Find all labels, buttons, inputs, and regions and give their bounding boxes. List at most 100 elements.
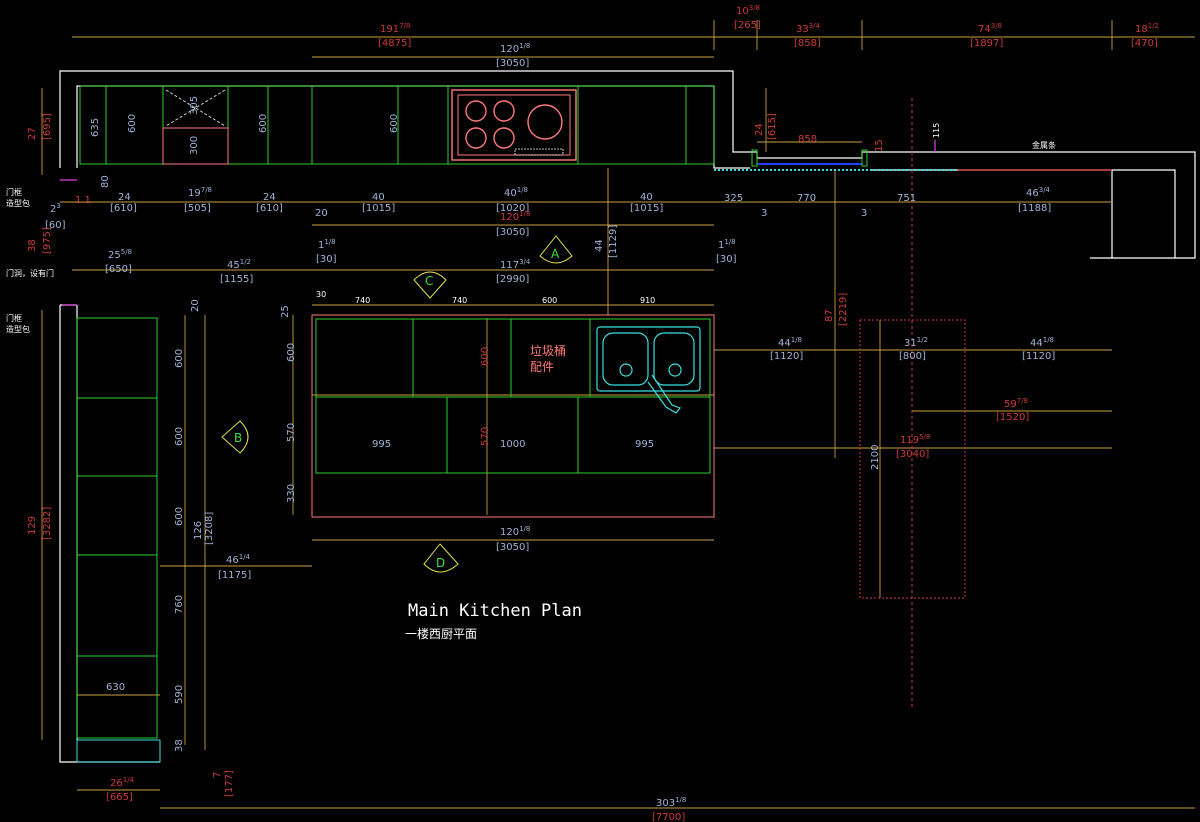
top-wall-inner xyxy=(76,85,750,169)
dim-top-1201-mm: [3050] xyxy=(496,58,529,69)
marker-b-label: B xyxy=(234,431,242,445)
marker-a-label: A xyxy=(551,247,560,261)
plan-title: Main Kitchen Plan xyxy=(408,601,582,621)
burner-3 xyxy=(465,127,487,149)
marker-c: C xyxy=(413,271,447,299)
dim-r2-3b: 3 xyxy=(861,208,867,219)
dim-r2-120-mm: [3050] xyxy=(496,227,529,238)
dim-bot-303: 3031/8 xyxy=(656,796,686,809)
label-door-wrap-2: 造型包 xyxy=(6,324,30,334)
dim-r3-1a: 11/8 xyxy=(318,238,336,251)
dim-lc-126: 126 xyxy=(193,521,204,540)
dim-r-44a: 441/8 xyxy=(778,336,802,349)
dim-left-23: 23 xyxy=(50,202,61,215)
dim-lc-600b: 600 xyxy=(174,427,185,446)
dim-r3-25: 255/8 xyxy=(108,248,132,261)
annotations: 门框 造型包 门洞，设有门 门框 造型包 金属条 垃圾桶 配件 xyxy=(6,140,1056,374)
dim-win-858: 858 xyxy=(798,134,817,145)
dim-v-87: 87 xyxy=(824,309,835,322)
label-door-wrap-1: 造型包 xyxy=(6,198,30,208)
section-markers: A B C D xyxy=(221,235,573,573)
oven-tower-box xyxy=(162,127,229,165)
dim-win-24: 24 xyxy=(754,123,765,136)
oven-tower-x1 xyxy=(165,89,226,127)
marker-d-label: D xyxy=(436,556,445,570)
dim-lc-590: 590 xyxy=(174,685,185,704)
dim-top-1915-mm: [4875] xyxy=(378,38,411,49)
right-wall-inner xyxy=(870,169,1176,258)
top-cabinets xyxy=(79,85,715,165)
dim-r2-40a: 40 xyxy=(372,192,385,203)
dim-isl-570: 570 xyxy=(286,423,297,442)
dim-bot-303-mm: [7700] xyxy=(652,812,685,822)
dim-isl-600red: 600 xyxy=(480,347,491,366)
dim-r2-24a-mm: [610] xyxy=(110,203,137,214)
label-door-note: 门洞，设有门 xyxy=(6,268,54,278)
dim-isl-25: 25 xyxy=(280,305,291,318)
dim-r2-20: 20 xyxy=(315,208,328,219)
marker-b: B xyxy=(221,420,249,454)
cooktop-box xyxy=(451,89,577,161)
dim-r2-46: 463/4 xyxy=(1026,186,1051,199)
window-frame-l xyxy=(751,149,758,167)
island-cabinets-mid xyxy=(315,396,711,474)
oven-tower xyxy=(162,89,229,165)
dim-r2-751: 751 xyxy=(897,193,916,204)
dim-r-31: 311/2 xyxy=(904,336,928,349)
dim-left-27-mm: [695] xyxy=(42,113,53,140)
dimension-texts: 1917/8 [4875] 103/8 [265] 333/4 [858] 74… xyxy=(27,4,1159,822)
oven-tower-x2 xyxy=(165,89,226,127)
window xyxy=(714,149,1112,171)
left-cabinet-run xyxy=(76,317,158,739)
dim-isl-740a: 740 xyxy=(355,296,370,305)
marker-a: A xyxy=(539,235,573,264)
top-cabinet-run xyxy=(79,85,715,165)
burner-4 xyxy=(493,127,515,149)
burner-2 xyxy=(493,100,515,122)
dim-isl-30: 30 xyxy=(316,290,326,299)
dim-r-44a-mm: [1120] xyxy=(770,351,803,362)
dim-r-119: 1195/8 xyxy=(900,433,930,446)
dim-top-1915: 1917/8 xyxy=(380,22,410,35)
dim-r2-19-mm: [505] xyxy=(184,203,211,214)
dim-h-600b: 600 xyxy=(258,114,269,133)
dim-left-129-mm: [3282] xyxy=(42,507,53,540)
sink xyxy=(596,326,701,414)
magenta-marks xyxy=(60,140,936,306)
dim-left-129: 129 xyxy=(27,516,38,535)
dim-r2-40b-mm: [1020] xyxy=(496,203,529,214)
marker-c-shape xyxy=(413,271,447,299)
dim-h-305: 305 xyxy=(189,96,200,115)
sink-bowl-left xyxy=(602,332,649,386)
dim-left-door-red: 1.1 xyxy=(75,195,91,206)
dim-r-119-mm: [3040] xyxy=(896,449,929,460)
dim-win-15: 15 xyxy=(874,139,885,152)
dim-lc-38: 38 xyxy=(174,739,185,752)
dim-r-2100: 2100 xyxy=(870,445,881,470)
dim-left-27: 27 xyxy=(27,127,38,140)
left-wall-outer xyxy=(59,305,160,763)
dim-bot-26: 261/4 xyxy=(110,776,135,789)
dim-r2-24a: 24 xyxy=(118,192,131,203)
dim-lc-20: 20 xyxy=(190,299,201,312)
dim-r2-120: 1201/8 xyxy=(500,210,530,223)
dim-isl-995b: 995 xyxy=(635,439,654,450)
dim-isl-120: 1201/8 xyxy=(500,525,530,538)
dim-top-185: 181/2 xyxy=(1135,22,1159,35)
dim-win-24-mm: [615] xyxy=(767,113,778,140)
dim-r-59-mm: [1520] xyxy=(996,412,1029,423)
dim-top-185-mm: [470] xyxy=(1131,38,1158,49)
dim-r-44b-mm: [1120] xyxy=(1022,351,1055,362)
dim-h-635: 635 xyxy=(90,118,101,137)
dim-r-59: 597/8 xyxy=(1004,397,1028,410)
dim-r2-19: 197/8 xyxy=(188,186,212,199)
dim-r3-117-mm: [2990] xyxy=(496,274,529,285)
dim-r3-117: 1173/4 xyxy=(500,258,531,271)
label-trash-bin-1: 垃圾桶 xyxy=(530,343,566,358)
dim-lc-126-mm: [3208] xyxy=(204,512,215,545)
dim-top-747: 743/8 xyxy=(978,22,1002,35)
dim-top-338-mm: [858] xyxy=(794,38,821,49)
dim-lc-7: 7 xyxy=(212,772,223,778)
dim-v-87-mm: [2219] xyxy=(838,293,849,326)
